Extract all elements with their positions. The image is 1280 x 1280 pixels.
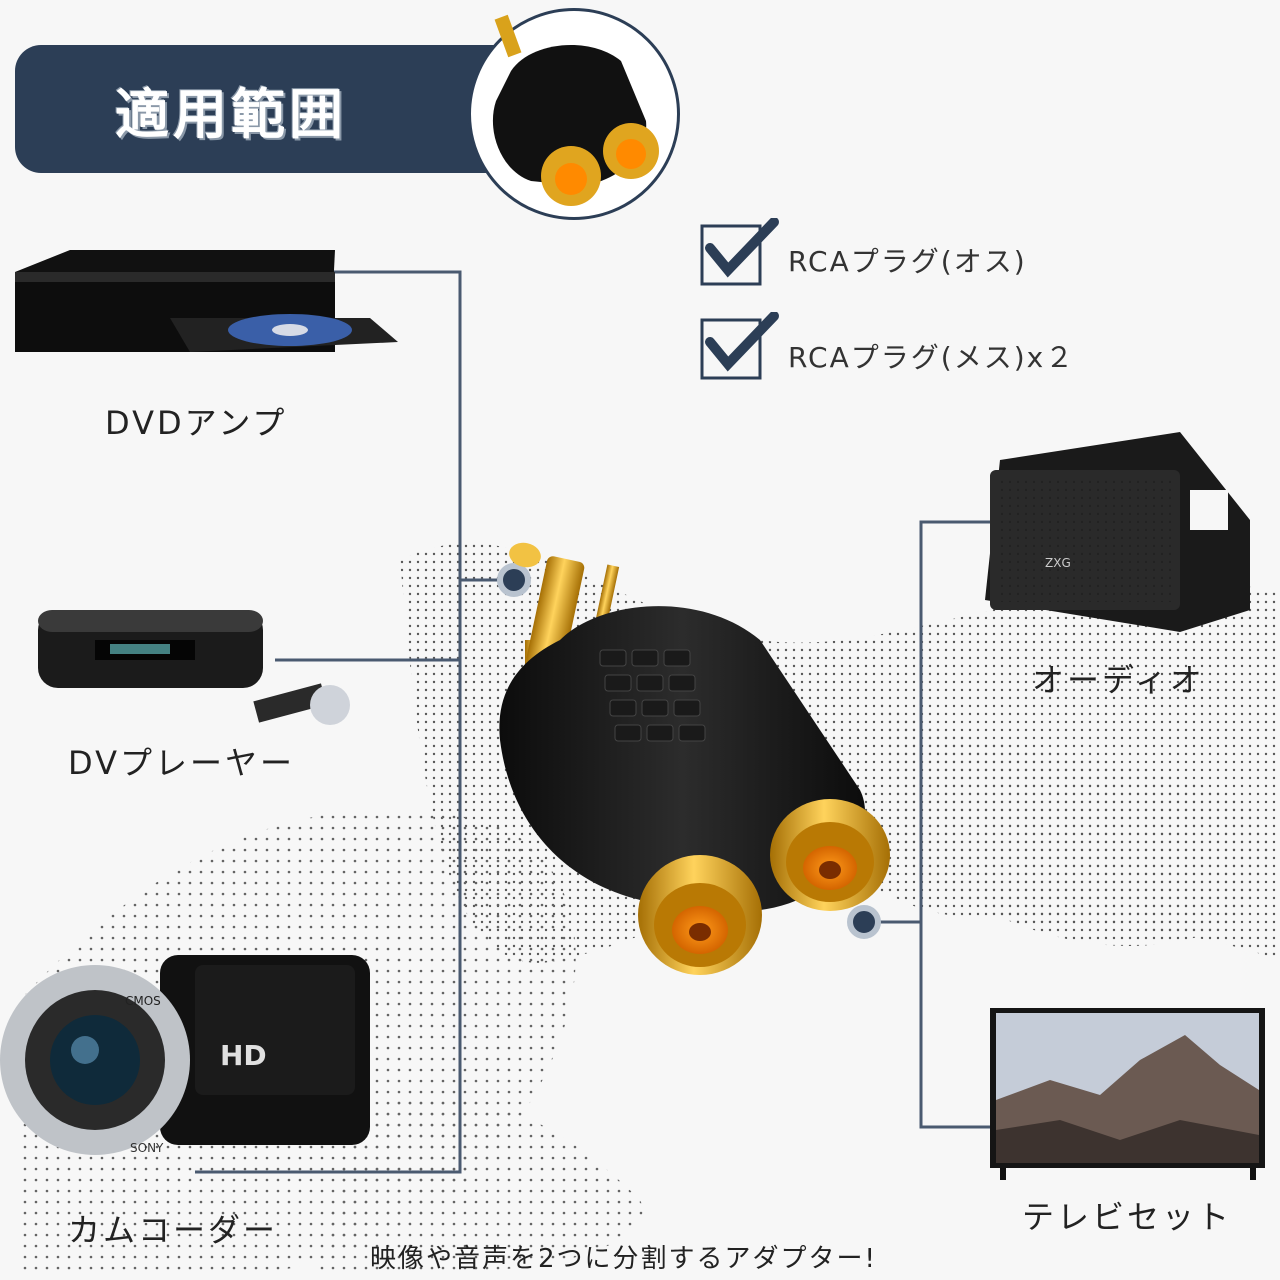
camcorder-image: HD SONY CMOS — [0, 955, 370, 1155]
camera-cmos-text: CMOS — [125, 994, 161, 1008]
device-label-camcorder: カムコーダー — [68, 1211, 279, 1249]
connector-lines — [195, 270, 1010, 1174]
device-label-tv: テレビセット — [1022, 1198, 1233, 1236]
footer-caption: 映像や音声を2つに分割するアダプター! — [370, 1244, 877, 1274]
speaker-image: ZXG — [985, 432, 1250, 632]
feature-female-label: RCAプラグ(メス)x２ — [788, 341, 1076, 374]
rca-adapter-image — [499, 542, 890, 975]
adapter-thumbnail-image — [492, 14, 659, 206]
device-label-audio: オーディオ — [1032, 661, 1205, 699]
feature-male-label: RCAプラグ(オス) — [788, 245, 1027, 278]
tv-image — [990, 1008, 1265, 1180]
page-title: 適用範囲 — [115, 83, 347, 146]
device-label-dvd-amp: DVDアンプ — [105, 404, 288, 442]
adapter-thumbnail-badge — [468, 8, 680, 220]
dv-player-image — [38, 610, 350, 725]
camera-hd-badge: HD — [220, 1039, 267, 1072]
checkbox-checked-icon — [700, 312, 779, 380]
connector-dot-female — [847, 905, 881, 939]
device-label-dv-player: DVプレーヤー — [68, 744, 295, 782]
speaker-brand-text: ZXG — [1045, 556, 1071, 570]
connector-dot-male — [497, 563, 531, 597]
checkbox-checked-icon — [700, 218, 779, 286]
dvd-amp-image — [15, 250, 398, 352]
camera-brand-text: SONY — [130, 1141, 164, 1155]
